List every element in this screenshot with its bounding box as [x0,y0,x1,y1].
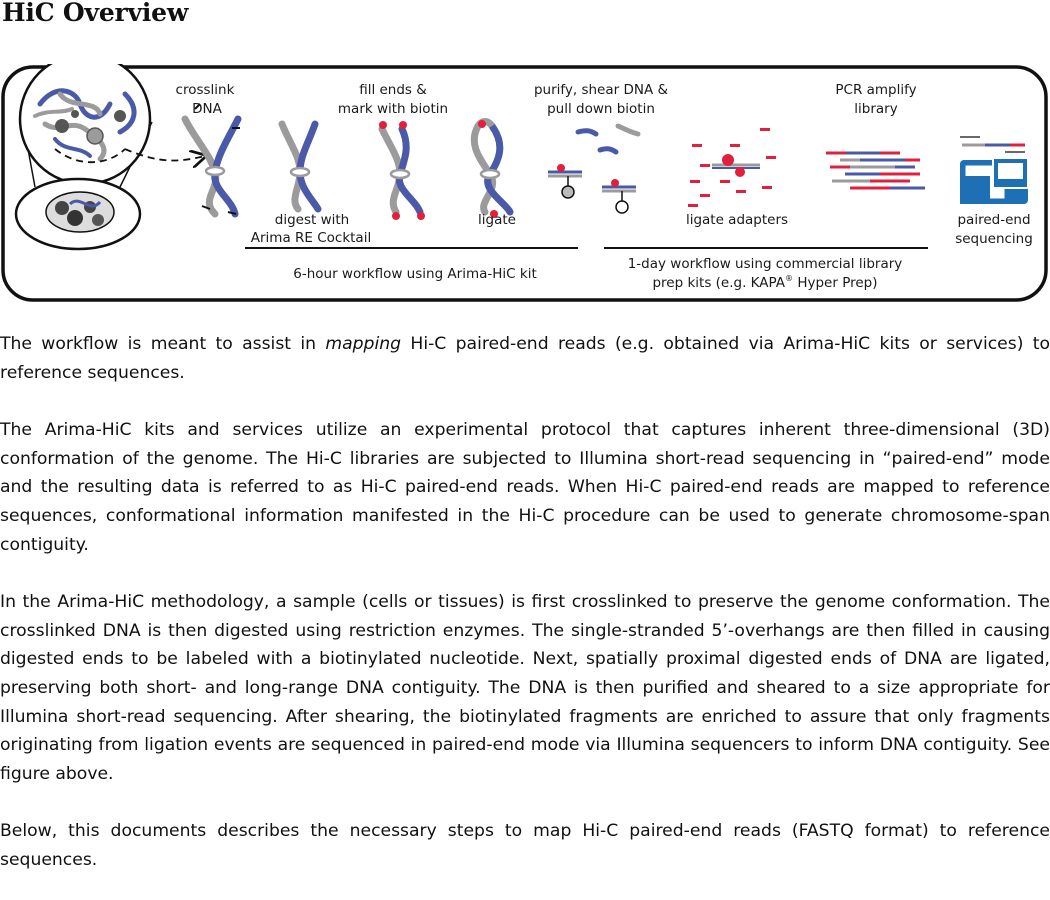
ligated-dna [470,118,514,218]
page-title: HiC Overview [2,0,189,27]
label-re-cocktail: Arima RE Cocktail [251,230,371,246]
label-pull-down: pull down biotin [547,101,655,117]
label-ligate-adapters: ligate adapters [686,212,788,228]
label-mark-biotin: mark with biotin [338,101,448,117]
label-sequencing: sequencing [955,231,1033,247]
biotin-marked-dna [378,121,425,220]
digested-dna [278,120,322,213]
paragraph-2: The Arima-HiC kits and services utilize … [0,420,1050,555]
nucleus-illustration [14,64,205,251]
label-fill-ends: fill ends & [359,82,427,98]
label-ligate: ligate [478,212,516,228]
hic-workflow-diagram: crosslink DNA fill ends & mark with biot… [1,64,1048,302]
label-purify: purify, shear DNA & [534,82,669,98]
ligate-adapters-graphic [688,128,776,207]
label-workflow-6h: 6-hour workflow using Arima-HiC kit [293,266,537,282]
body-text: The workflow is meant to assist in mappi… [0,330,1050,875]
paragraph-3: In the Arima-HiC methodology, a sample (… [0,592,1050,784]
label-workflow-1d: 1-day workflow using commercial library [628,256,903,272]
label-library: library [854,101,897,117]
figure-frame [1,65,1048,302]
label-dna: DNA [192,101,222,117]
sheared-fragments [548,123,641,214]
label-paired-end: paired-end [957,212,1030,228]
paragraph-1: The workflow is meant to assist in mappi… [0,334,1050,383]
paragraph-4: Below, this documents describes the nece… [0,821,1050,870]
emphasis-mapping: mapping [325,334,402,354]
label-digest: digest with [275,212,349,228]
label-crosslink: crosslink [176,82,235,98]
registered-mark: ® [785,274,793,283]
label-pcr: PCR amplify [835,82,916,98]
hic-workflow-figure: crosslink DNA fill ends & mark with biot… [0,64,1050,304]
label-workflow-1d-kits: prep kits (e.g. KAPA® Hyper Prep) [652,274,877,291]
pcr-library-graphic [826,151,925,190]
sequencer-icon [960,136,1029,204]
crosslink-dna [181,103,242,218]
